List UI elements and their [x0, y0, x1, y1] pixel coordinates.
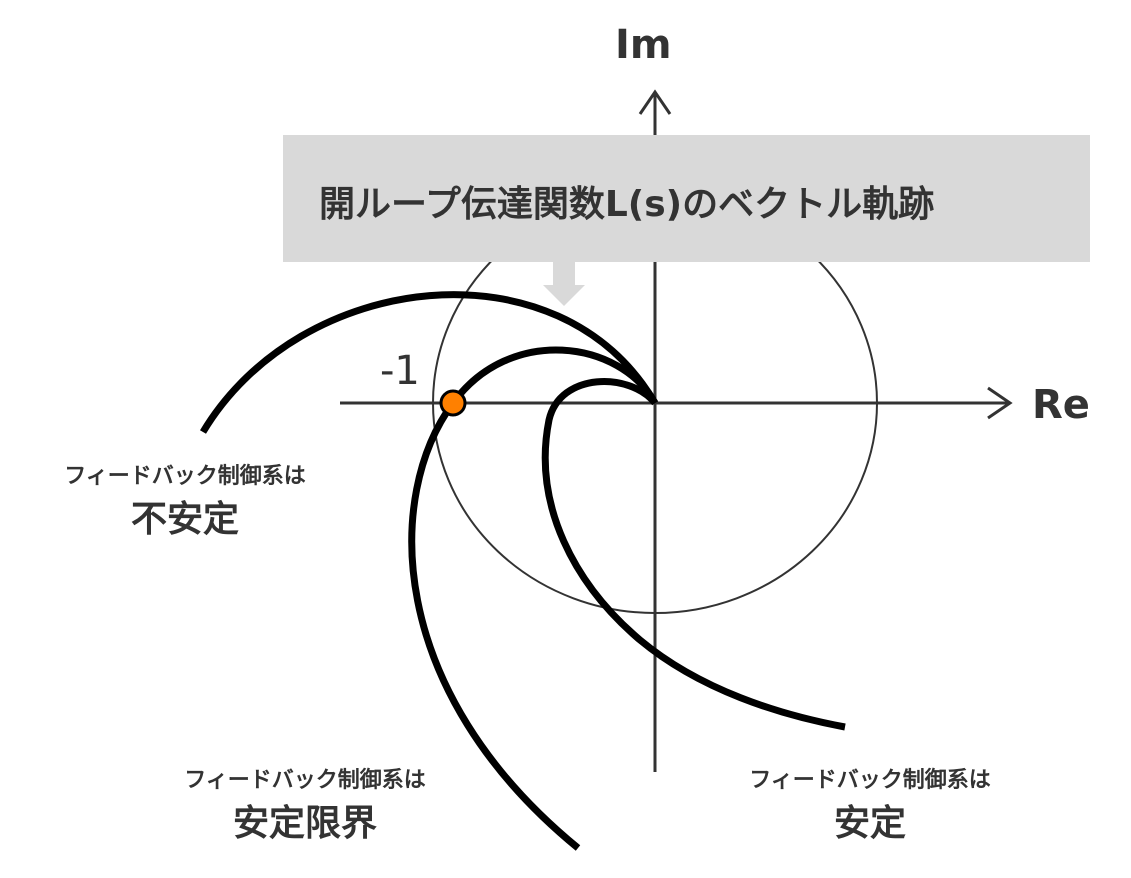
title-text: 開ループ伝達関数L(s)のベクトル軌跡: [319, 184, 935, 225]
imag-axis-label: Im: [615, 22, 672, 68]
label-marginal: フィードバック制御系は 安定限界: [184, 768, 426, 844]
real-axis-label: Re: [1032, 382, 1090, 428]
critical-point: [439, 389, 467, 417]
curve-unstable: [199, 291, 659, 434]
real-axis-arrowhead: [987, 386, 1013, 420]
imag-axis-arrowhead: [638, 89, 672, 115]
title-box: 開ループ伝達関数L(s)のベクトル軌跡: [283, 135, 1090, 262]
label-stable: フィードバック制御系は 安定: [749, 768, 991, 844]
label-unstable: フィードバック制御系は 不安定: [64, 464, 306, 540]
curve-stable: [541, 378, 846, 731]
minus-one-label: -1: [380, 348, 420, 394]
curve-marginal: [408, 346, 659, 851]
